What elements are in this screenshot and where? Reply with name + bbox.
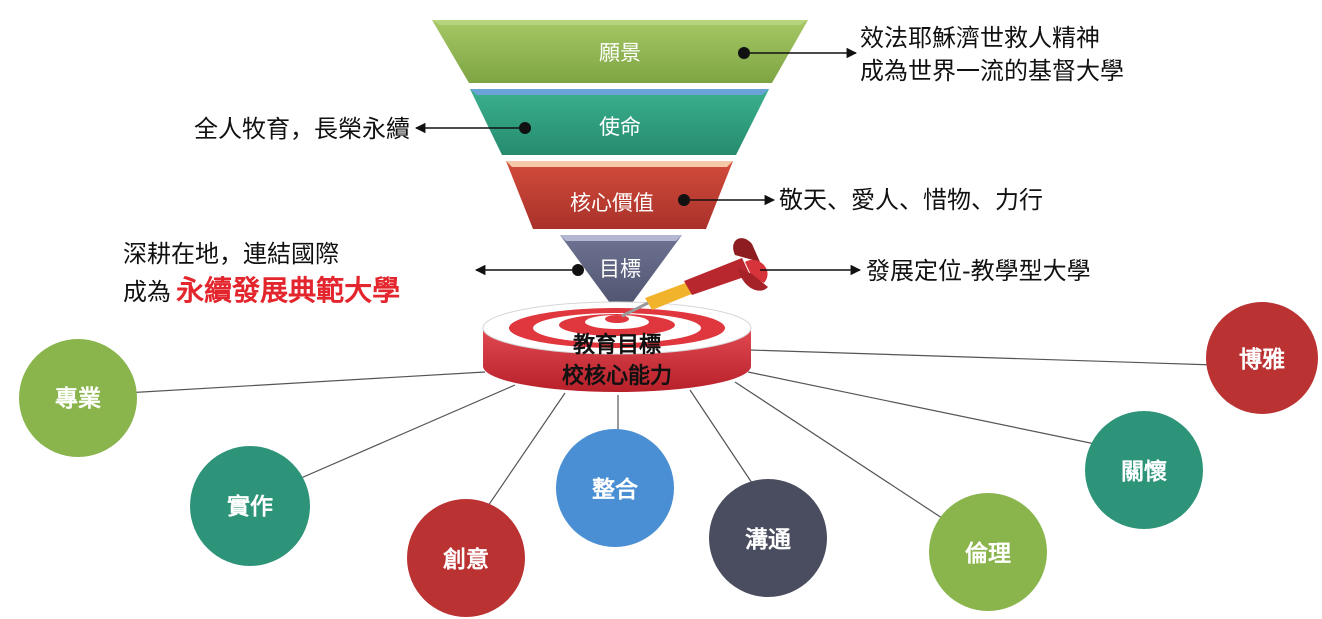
goal-annotation-line1: 深耕在地，連結國際 xyxy=(123,240,339,268)
connector-ethics xyxy=(734,381,946,521)
competency-liberal: 博雅 xyxy=(1206,302,1318,414)
annotation-positioning: 發展定位-教學型大學 xyxy=(760,257,1091,285)
connector-liberal xyxy=(749,349,1216,366)
competency-practice-label: 實作 xyxy=(227,493,273,520)
competency-communication-label: 溝通 xyxy=(745,527,791,553)
competency-ethics-label: 倫理 xyxy=(965,540,1011,567)
connector-professional xyxy=(124,371,486,394)
target-disc: 教育目標 校核心能力 xyxy=(482,301,752,392)
connector-practice xyxy=(284,384,516,486)
vision-dot xyxy=(738,47,750,59)
competency-creativity-label: 創意 xyxy=(443,546,489,573)
goal-label: 目標 xyxy=(599,257,641,281)
core-values-dot xyxy=(678,194,690,206)
target-label-line2: 校核心能力 xyxy=(562,363,672,389)
connector-creativity xyxy=(474,392,566,526)
vision-label: 願景 xyxy=(599,41,641,65)
core-values-annotation: 敬天、愛人、惜物、力行 xyxy=(779,186,1043,214)
vision-annotation-line2: 成為世界一流的基督大學 xyxy=(860,57,1124,85)
mission-dot xyxy=(519,122,531,134)
target-label-line1: 教育目標 xyxy=(573,332,661,358)
competency-integration: 整合 xyxy=(556,429,674,547)
competency-ethics: 倫理 xyxy=(929,493,1047,611)
funnel-mission: 使命 xyxy=(470,89,769,155)
competency-creativity: 創意 xyxy=(407,499,525,617)
funnel-core-values: 核心價值 xyxy=(506,161,733,229)
goal-dot xyxy=(572,264,584,276)
annotation-mission: 全人牧育，長榮永續 xyxy=(194,115,519,143)
competency-professional-label: 專業 xyxy=(55,385,102,412)
competency-care: 關懷 xyxy=(1085,411,1203,529)
goal-annotation-highlight: 永續發展典範大學 xyxy=(176,274,400,307)
dart-icon xyxy=(621,238,768,318)
vision-annotation-line1: 效法耶穌濟世救人精神 xyxy=(860,24,1100,52)
competency-communication: 溝通 xyxy=(709,479,827,597)
annotation-core-values: 敬天、愛人、惜物、力行 xyxy=(690,186,1043,214)
competency-integration-label: 整合 xyxy=(592,476,639,503)
goal-annotation-prefix: 成為 xyxy=(123,278,171,306)
competency-liberal-label: 博雅 xyxy=(1239,346,1285,373)
competency-professional: 專業 xyxy=(19,339,137,457)
positioning-annotation: 發展定位-教學型大學 xyxy=(866,257,1091,285)
annotation-goal: 深耕在地，連結國際 成為 永續發展典範大學 xyxy=(123,240,572,307)
connector-care xyxy=(747,371,1101,446)
competency-care-label: 關懷 xyxy=(1121,459,1167,485)
mission-annotation: 全人牧育，長榮永續 xyxy=(194,115,410,143)
connector-lines xyxy=(124,349,1216,526)
core-values-label: 核心價值 xyxy=(570,191,654,215)
annotation-vision: 效法耶穌濟世救人精神 成為世界一流的基督大學 xyxy=(750,24,1124,85)
funnel-vision: 願景 xyxy=(432,20,808,83)
funnel-goal: 目標 xyxy=(560,235,682,318)
competency-practice: 實作 xyxy=(190,446,310,566)
goal-annotation-line2: 成為 永續發展典範大學 xyxy=(123,274,400,307)
mission-label: 使命 xyxy=(599,115,641,139)
connector-communication xyxy=(689,389,761,496)
